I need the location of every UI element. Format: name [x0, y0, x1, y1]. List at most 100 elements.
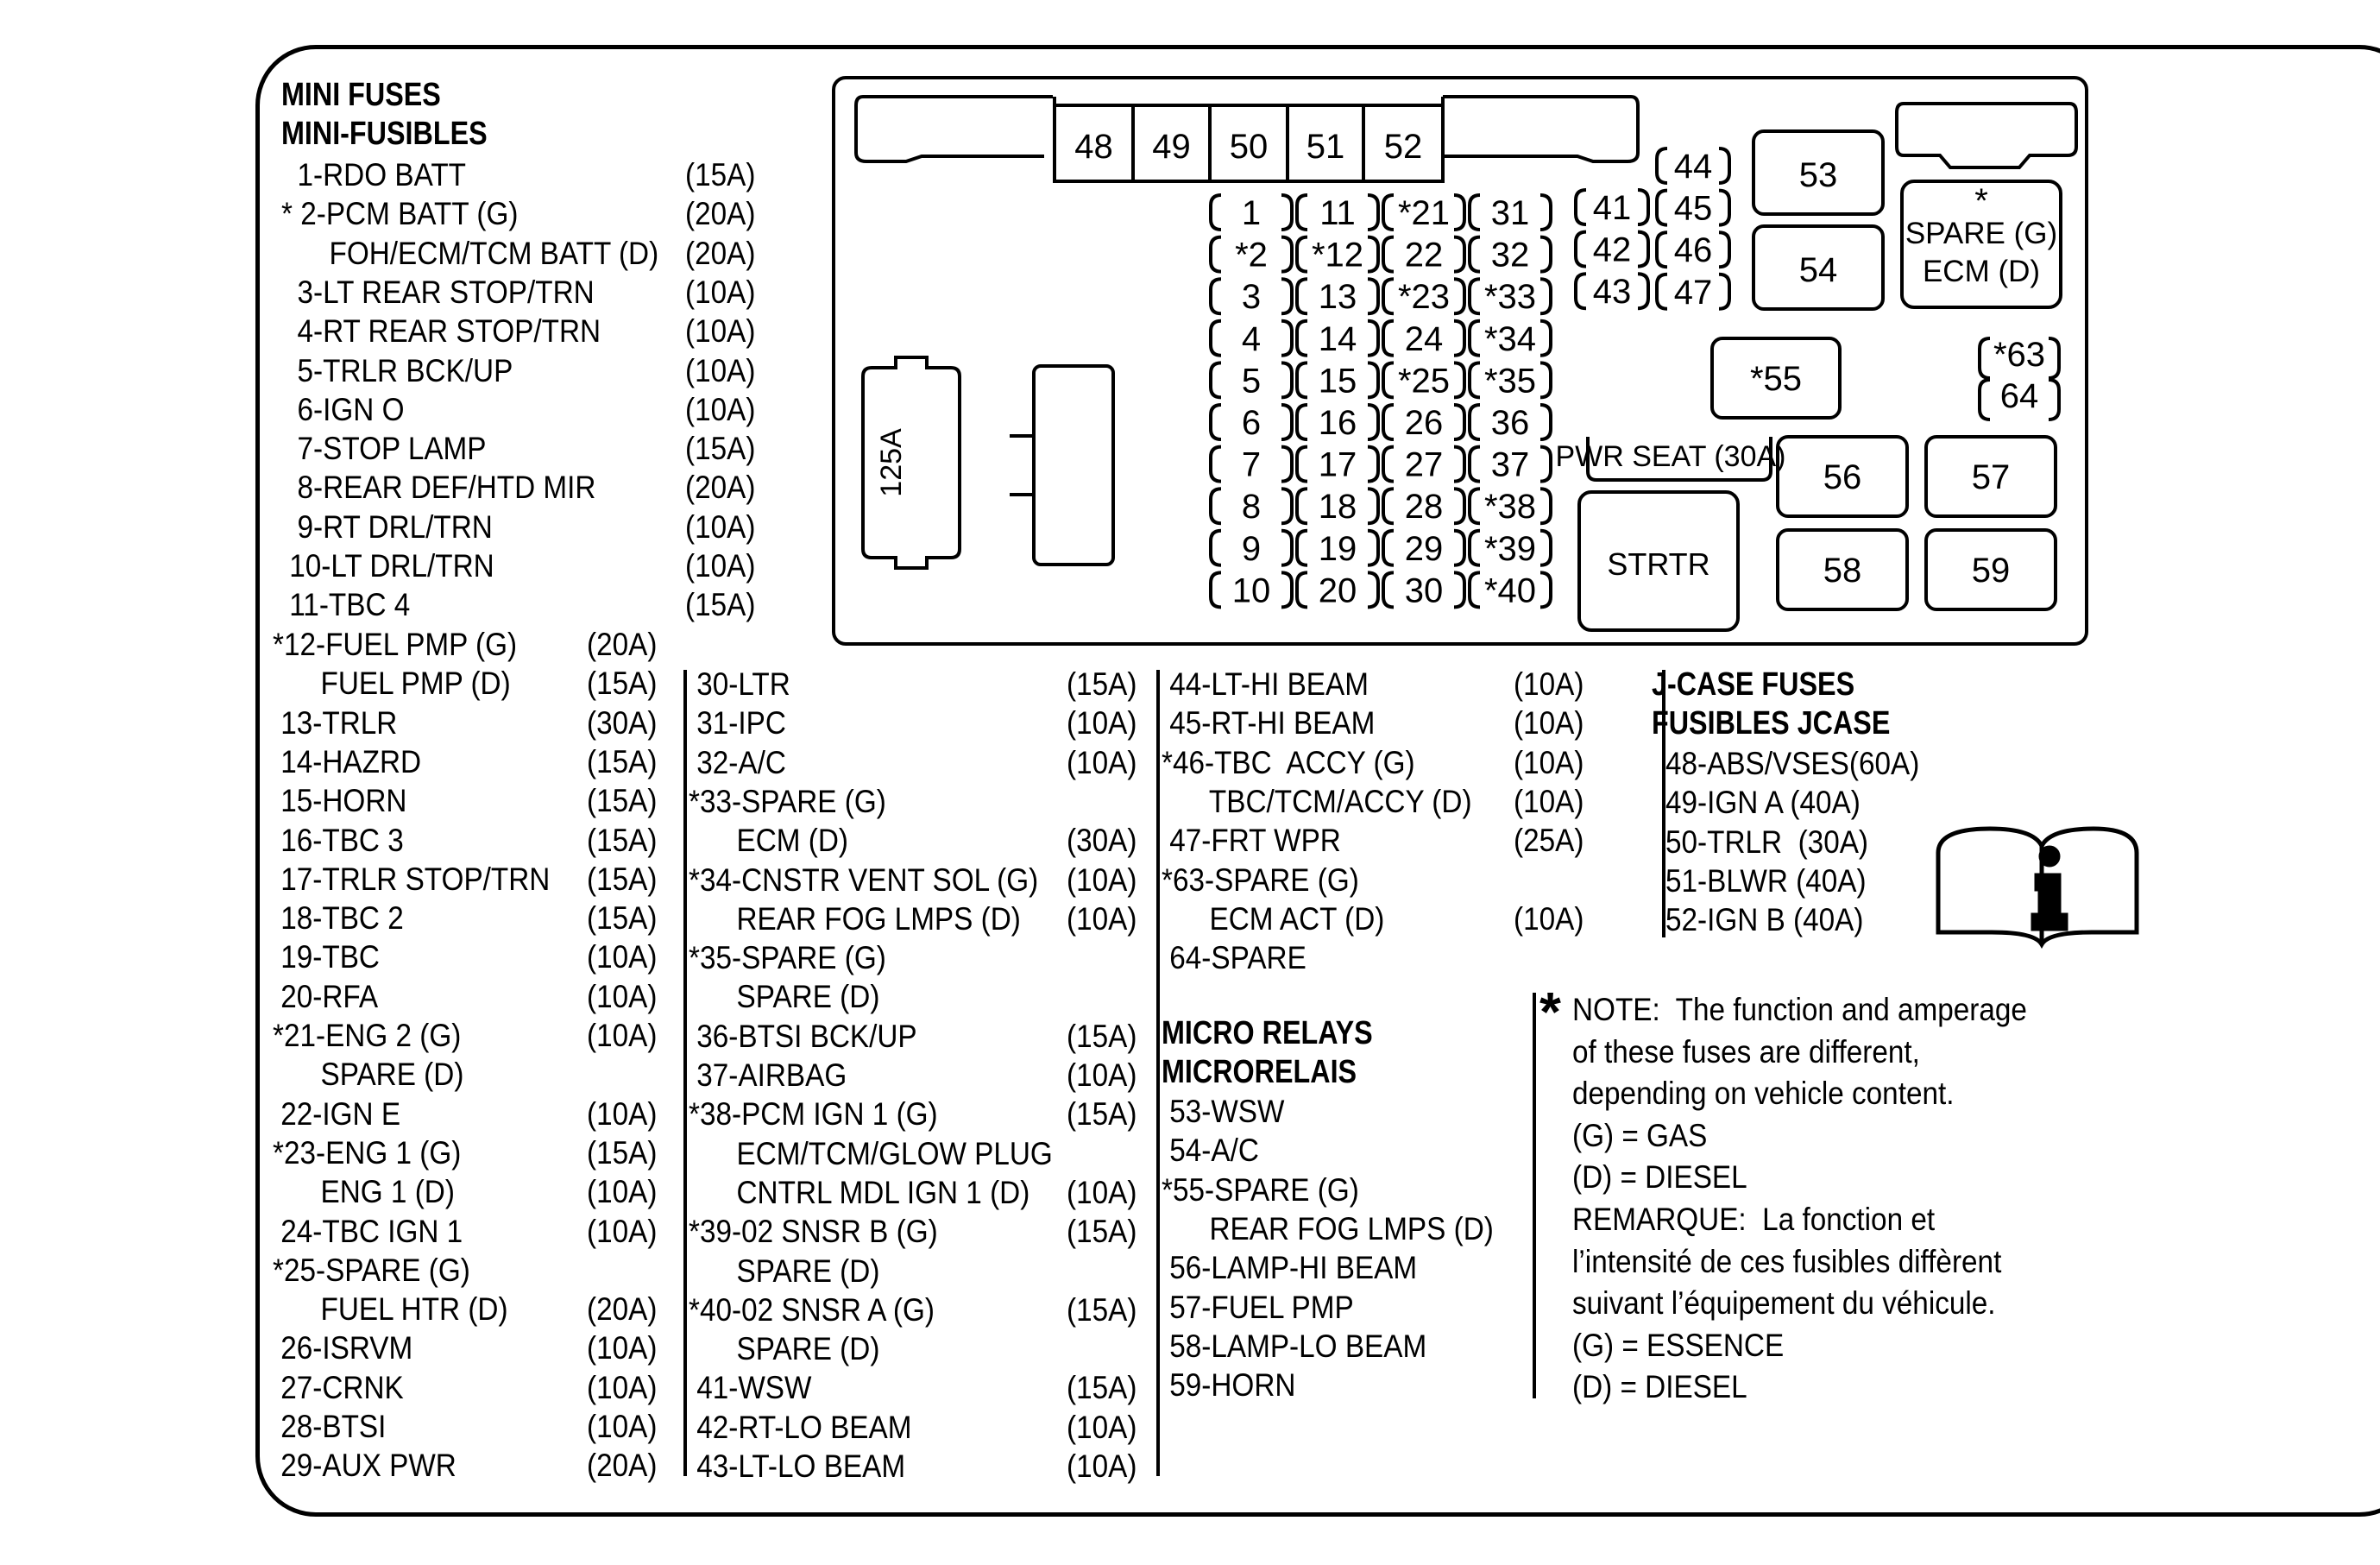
mini-fuse-slot: 3: [1242, 278, 1261, 316]
relay-55-box: [1710, 337, 1842, 420]
mini-fuse-slot-outline: [1468, 487, 1552, 526]
mini-fuse-slot: *21: [1398, 194, 1450, 232]
spare-ecm-box: [1900, 180, 2062, 309]
mini-fuse-slot: 22: [1405, 237, 1444, 275]
jcase-cell-label: 51: [1306, 128, 1345, 166]
spare-line2: ECM (D): [1923, 255, 2040, 288]
mini-fuse-slot: 29: [1405, 530, 1444, 568]
note-line: l’intensité de ces fusibles diffèrent: [1572, 1243, 2002, 1279]
fuse-row-label: * 2-PCM BATT (G): [281, 196, 519, 232]
fuse-row-label: *40-02 SNSR A (G): [689, 1291, 935, 1328]
mini-fuse-slot: 42: [1593, 231, 1632, 269]
mini-fuse-slot-outline: [1655, 230, 1731, 269]
fuse-row-label: 26-ISRVM: [273, 1330, 413, 1366]
mini-fuse-slot-outline: [1209, 361, 1294, 400]
mini-fuse-slot-outline: [1295, 361, 1380, 400]
relay-53-box: [1752, 129, 1885, 216]
fuse-row-amperage: (10A): [1067, 705, 1137, 741]
mini-fuse-slot: 46: [1674, 231, 1713, 269]
mini-fuse-slot-outline: [1655, 147, 1731, 185]
fuse-row-amperage: (10A): [685, 274, 756, 310]
fuse-row-amperage: (15A): [587, 666, 658, 702]
fuse-row-amperage: (20A): [587, 1291, 658, 1328]
note-line: (G) = ESSENCE: [1572, 1327, 1785, 1363]
fuse-row-amperage: (10A): [685, 508, 756, 545]
fuse-row-label: 13-TRLR: [273, 704, 398, 741]
relay-row: 59-HORN: [1162, 1367, 1296, 1404]
relay-row: *55-SPARE (G): [1162, 1171, 1359, 1208]
fuse-row-label: TBC/TCM/ACCY (D): [1162, 783, 1472, 819]
fuse-row-label: SPARE (D): [689, 1331, 880, 1367]
mini-fuse-slot-outline: [1382, 571, 1466, 609]
fuse-row-amperage: (10A): [587, 1095, 658, 1132]
fuse-row-label: 11-TBC 4: [281, 587, 411, 623]
mini-fuse-slot: *40: [1484, 571, 1536, 609]
jcase-cell: [1362, 104, 1445, 183]
fuse-row-amperage: (10A): [587, 1330, 658, 1366]
mini-fuse-slot-outline: [1574, 272, 1650, 311]
fuse-row-amperage: (10A): [1067, 1174, 1137, 1210]
mini-fuse-slot: 32: [1491, 237, 1530, 275]
mini-fuses-title-fr: MINI-FUSIBLES: [281, 116, 488, 152]
fuse-row-label: 5-TRLR BCK/UP: [281, 352, 513, 388]
mini-fuse-slot-outline: [1382, 361, 1466, 400]
fuse-row-amperage: (15A): [587, 900, 658, 937]
fuse-row-label: 29-AUX PWR: [273, 1448, 456, 1484]
fuse-row-amperage: (15A): [587, 861, 658, 897]
mini-fuse-slot: 9: [1242, 530, 1261, 568]
note-line: NOTE: The function and amperage: [1572, 992, 2027, 1027]
mini-fuse-slot: 6: [1242, 404, 1261, 442]
mini-fuse-slot: 10: [1232, 571, 1271, 609]
relay-58-box: [1776, 528, 1909, 611]
fuse-row-amperage: (10A): [1067, 1409, 1137, 1445]
fuse-row-amperage: (15A): [1067, 1370, 1137, 1406]
fuse-row-amperage: (20A): [587, 1448, 658, 1484]
mini-fuse-slot-outline: [1209, 193, 1294, 231]
column-divider: [1533, 993, 1536, 1398]
fuse-row-label: 64-SPARE: [1162, 940, 1306, 976]
fuse-row-label: *25-SPARE (G): [273, 1252, 470, 1288]
note-line: (D) = DIESEL: [1572, 1159, 1747, 1196]
fuse-row-label: 18-TBC 2: [273, 900, 404, 937]
mini-fuse-slot-outline: [1382, 319, 1466, 357]
fuse-row-label: 37-AIRBAG: [689, 1057, 847, 1093]
mini-fuse-slot: 28: [1405, 488, 1444, 526]
relay-row: 53-WSW: [1162, 1094, 1285, 1129]
fuse-row-amperage: (10A): [685, 391, 756, 427]
mini-fuse-slot-outline: [1295, 277, 1380, 316]
relay-row: 56-LAMP-HI BEAM: [1162, 1250, 1418, 1286]
mini-fuse-slot: 27: [1405, 446, 1444, 484]
fuse-row-label: 28-BTSI: [273, 1409, 387, 1444]
fuse-row-label: 10-LT DRL/TRN: [281, 548, 494, 584]
fuse-row-amperage: (15A): [587, 743, 658, 779]
fuse-row-amperage: (10A): [587, 1018, 658, 1053]
mini-fuse-slot: *38: [1484, 488, 1536, 526]
fuse-row-amperage: (20A): [685, 235, 756, 271]
fuse-63-label: *63: [1993, 336, 2045, 374]
mini-fuse-slot-outline: [1382, 528, 1466, 567]
mini-fuse-slot-outline: [1209, 319, 1294, 357]
mini-fuse-slot-outline: [1295, 487, 1380, 526]
fuse-row-amperage: (15A): [685, 587, 756, 623]
mini-fuse-slot-outline: [1468, 361, 1552, 400]
fuse-row-amperage: (15A): [587, 822, 658, 858]
mini-fuse-slot: *12: [1312, 237, 1363, 275]
mini-fuse-slot-outline: [1468, 193, 1552, 231]
micro-relays-title-fr: MICRORELAIS: [1162, 1054, 1357, 1090]
mini-fuse-slot: 15: [1319, 362, 1357, 400]
note-line: suivant l’équipement du véhicule.: [1572, 1285, 1996, 1322]
fuse-row-label: 7-STOP LAMP: [281, 431, 487, 467]
mini-fuse-slot-outline: [1382, 403, 1466, 441]
relay-56-box: [1776, 435, 1909, 518]
fuse-row-amperage: (10A): [685, 548, 756, 584]
note-star: *: [1539, 981, 1561, 1043]
fuse-row-label: FUEL PMP (D): [273, 666, 511, 702]
note-line: (G) = GAS: [1572, 1117, 1708, 1153]
fuse-row-amperage: (10A): [1067, 1448, 1137, 1484]
jcase-cell-label: 48: [1074, 128, 1113, 166]
fuse-row-label: *63-SPARE (G): [1162, 861, 1359, 898]
fuse-row-amperage: (10A): [587, 939, 658, 975]
mini-fuse-slot-outline: [1295, 571, 1380, 609]
spare-star: *: [1974, 182, 1988, 220]
